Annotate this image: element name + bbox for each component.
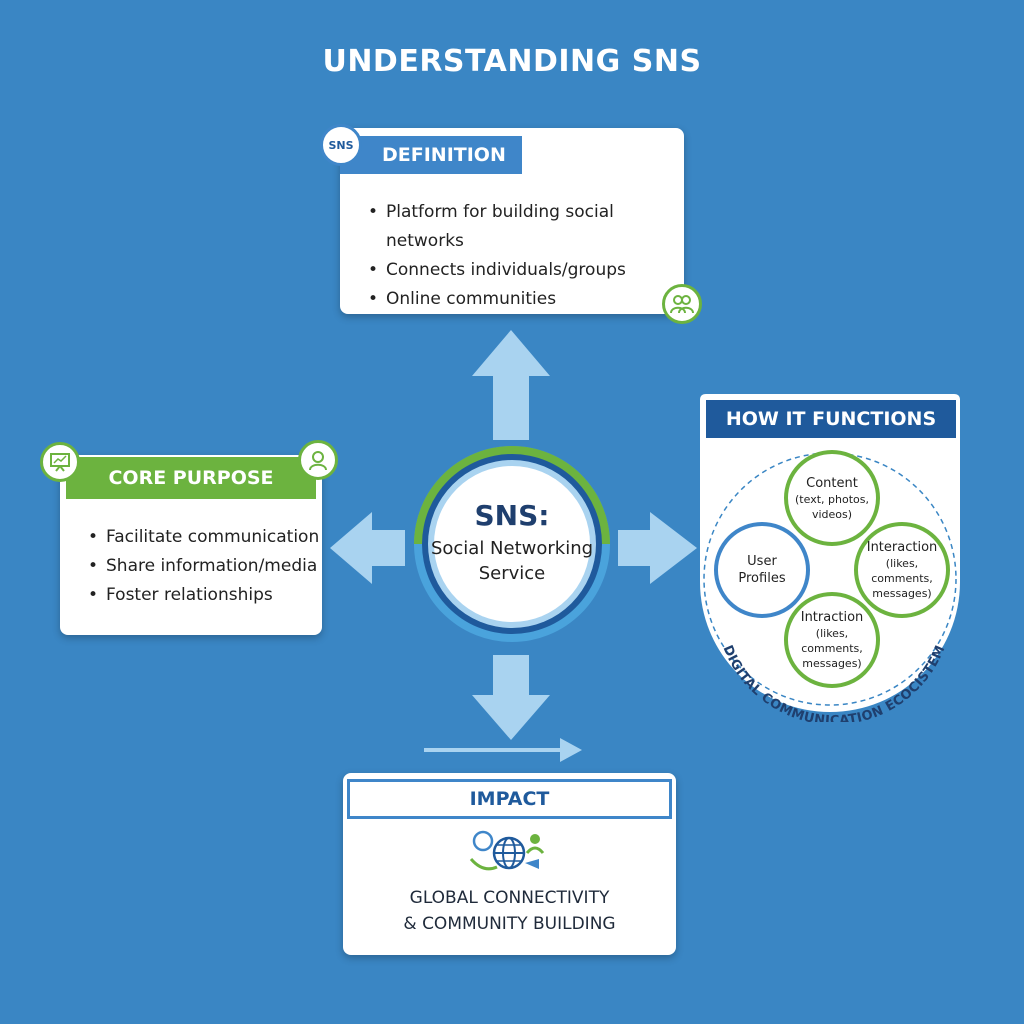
sns-center-ring <box>414 446 610 642</box>
center-heading: SNS: <box>474 499 550 532</box>
node-sub: (likes, comments, <box>801 627 863 655</box>
node-title: User <box>747 554 777 569</box>
impact-label: IMPACT <box>469 788 550 810</box>
impact-text: GLOBAL CONNECTIVITY & COMMUNITY BUILDING <box>343 885 676 937</box>
definition-label: DEFINITION <box>382 144 506 166</box>
node-title: Interaction <box>866 540 938 555</box>
node-user-profiles: User Profiles <box>714 522 810 618</box>
presentation-icon <box>40 442 80 482</box>
node-sub: (likes, comments, <box>871 557 933 585</box>
impact-line1: GLOBAL CONNECTIVITY <box>409 888 610 908</box>
node-sub: Profiles <box>738 571 786 586</box>
how-it-functions-banner: HOW IT FUNCTIONS <box>706 400 956 438</box>
list-item: Facilitate communication <box>88 523 319 552</box>
node-content: Content (text, photos, videos) <box>784 450 880 546</box>
sns-center-text: SNS: Social Networking Service <box>408 500 616 586</box>
center-line1: Social Networking <box>430 538 594 559</box>
core-purpose-list: Facilitate communication Share informati… <box>88 523 319 610</box>
arrow-right <box>618 512 697 584</box>
list-item: Platform for building social networks <box>368 198 684 256</box>
node-title: Content <box>806 475 858 491</box>
node-sub: messages) <box>802 657 862 670</box>
impact-banner: IMPACT <box>347 779 672 819</box>
node-interaction-bottom: Intraction (likes, comments, messages) <box>784 592 880 688</box>
list-item: Connects individuals/groups <box>368 256 684 285</box>
definition-card: DEFINITION Platform for building social … <box>340 128 684 314</box>
core-purpose-banner: CORE PURPOSE <box>66 457 316 499</box>
center-line2: Service <box>478 563 546 584</box>
definition-list: Platform for building social networks Co… <box>368 198 684 314</box>
sns-logo-icon: SNS <box>320 124 362 166</box>
page-title: UNDERSTANDING SNS <box>322 44 702 79</box>
arrow-down <box>472 655 550 740</box>
list-item: Foster relationships <box>88 581 319 610</box>
impact-line2: & COMMUNITY BUILDING <box>403 914 616 934</box>
node-sub: messages) <box>872 587 932 600</box>
users-icon <box>662 284 702 324</box>
impact-card: IMPACT GLOBAL CONNECTIVITY & COMMUNITY B… <box>343 773 676 955</box>
definition-banner: DEFINITION <box>340 136 522 174</box>
globe-network-icon <box>469 829 547 882</box>
arrow-left <box>330 512 405 584</box>
core-purpose-card: CORE PURPOSE Facilitate communication Sh… <box>60 455 322 635</box>
list-item: Online communities <box>368 285 684 314</box>
how-it-functions-label: HOW IT FUNCTIONS <box>725 408 937 430</box>
list-item: Share information/media <box>88 552 319 581</box>
core-purpose-label: CORE PURPOSE <box>108 467 274 489</box>
impact-arrow-head <box>560 738 582 762</box>
node-sub: (text, photos, <box>795 492 869 506</box>
node-interaction-right: Interaction (likes, comments, messages) <box>854 522 950 618</box>
arrow-up <box>472 330 550 440</box>
node-sub: videos) <box>811 507 853 521</box>
node-title: Intraction <box>800 610 864 625</box>
profile-pin-icon <box>298 440 338 480</box>
